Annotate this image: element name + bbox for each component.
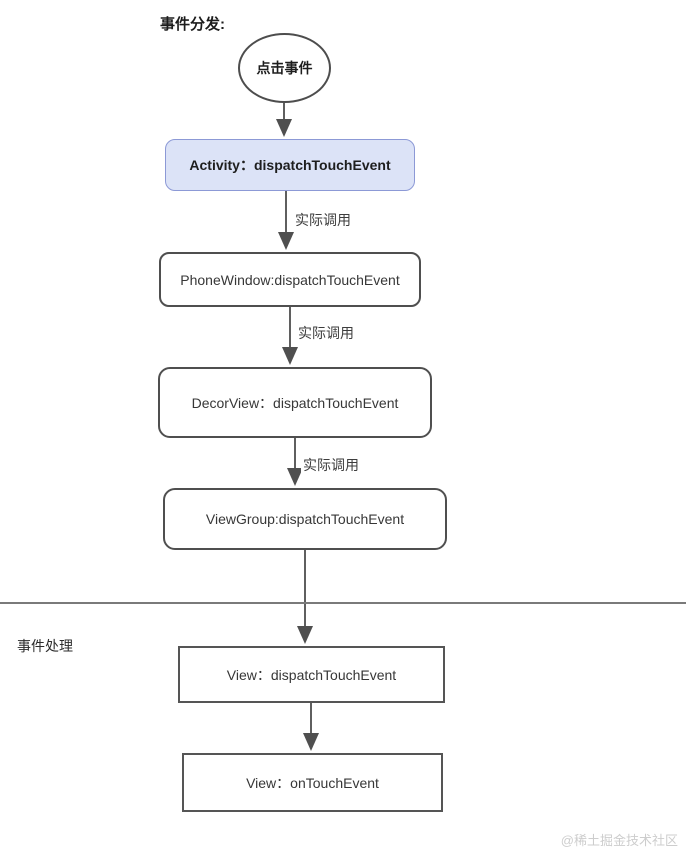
node-phonewindow-dispatch: PhoneWindow:dispatchTouchEvent	[159, 252, 421, 307]
watermark: @稀土掘金技术社区	[560, 833, 678, 848]
node-decorview-dispatch: DecorView：dispatchTouchEvent	[158, 367, 432, 438]
node-view-ontouch: View：onTouchEvent	[182, 753, 443, 812]
node-viewgroup-dispatch: ViewGroup:dispatchTouchEvent	[163, 488, 447, 550]
section-title-handle: 事件处理	[17, 638, 73, 654]
edge-label-actual-call-1: 实际调用	[293, 210, 353, 230]
edge-label-actual-call-2: 实际调用	[296, 323, 356, 343]
node-activity-dispatch: Activity：dispatchTouchEvent	[165, 139, 415, 191]
section-title-dispatch: 事件分发:	[160, 16, 225, 33]
node-start-event: 点击事件	[238, 33, 331, 103]
edge-label-actual-call-3: 实际调用	[301, 455, 361, 475]
node-view-dispatch: View：dispatchTouchEvent	[178, 646, 445, 703]
